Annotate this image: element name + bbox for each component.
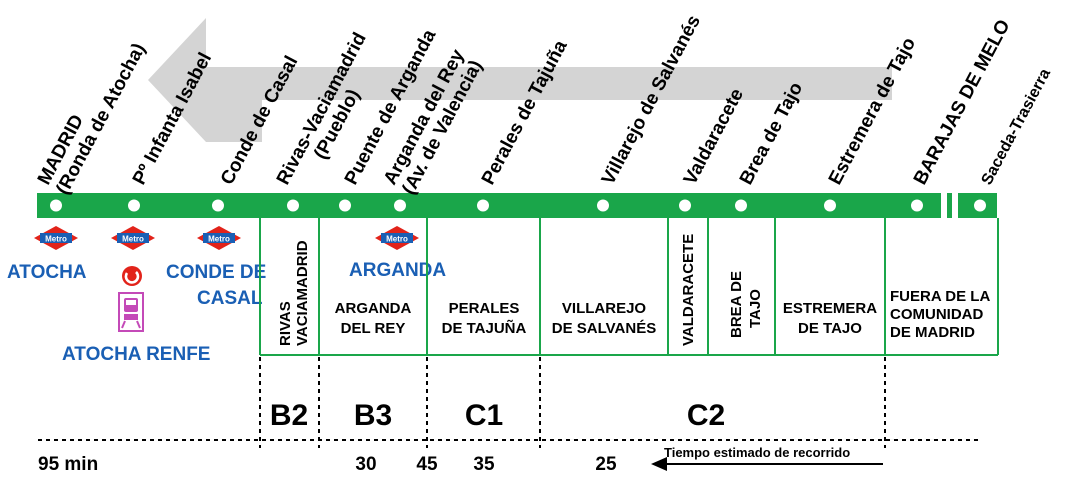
zone-name-villarejo-1: VILLAREJO [562,300,647,317]
svg-text:Metro: Metro [45,235,67,244]
zone-name-arganda-1: ARGANDA [335,300,412,317]
stop-dot-brea [735,199,747,212]
metro-label-conde-de-casal-2: CASAL [197,288,263,309]
travel-time-45: 45 [416,454,438,475]
zone-name-fuera-2: COMUNIDAD [890,306,983,323]
stop-name-estremera: Estremera de Tajo [825,34,920,188]
svg-text:BREA DE: BREA DE [728,271,745,338]
zone-name-fuera-3: DE MADRID [890,324,975,341]
route-line [37,193,997,218]
travel-time-25: 25 [595,454,617,475]
metro-label-atocha-renfe: ATOCHA RENFE [62,344,210,365]
stop-dot-villarejo [597,199,609,212]
metro-badge-atocha-renfe: Metro [111,226,155,250]
zone-name-estremera-2: DE TAJO [798,320,862,337]
travel-time-legend: Tiempo estimado de recorrido [664,445,850,460]
stop-dot-barajas [911,199,923,212]
metro-label-arganda: ARGANDA [349,260,446,281]
stop-dot-rivas [287,199,299,212]
zone-name-perales-1: PERALES [449,300,520,317]
fare-zone-c2: C2 [687,399,725,432]
line-break-gap-2 [952,191,958,220]
stop-name-perales: Perales de Tajuña [478,37,572,189]
svg-text:Metro: Metro [208,235,230,244]
zone-name-arganda-2: DEL REY [341,320,406,337]
svg-text:VACIAMADRID: VACIAMADRID [294,240,311,346]
svg-text:Perales de Tajuña: Perales de Tajuña [478,37,572,189]
stop-dot-conde-de-casal [212,199,224,212]
stop-dot-saceda [974,199,986,212]
svg-text:Saceda-Trasierra: Saceda-Trasierra [979,66,1055,188]
zone-name-fuera-1: FUERA DE LA [890,288,990,305]
svg-text:Metro: Metro [122,235,144,244]
stop-dot-arganda-del-rey [394,199,406,212]
stop-dot-madrid [50,199,62,212]
metro-label-atocha: ATOCHA [7,262,87,283]
svg-text:Estremera de Tajo: Estremera de Tajo [825,34,920,188]
metro-badge-atocha: Metro [34,226,78,250]
travel-time-30: 30 [355,454,376,475]
svg-text:TAJO: TAJO [747,289,764,328]
svg-text:Metro: Metro [386,235,408,244]
fare-boundaries [38,357,980,448]
travel-time-35: 35 [473,454,495,475]
zone-boxes [259,218,999,356]
cercanias-icon [122,266,142,286]
stop-dot-valdaracete [679,199,691,212]
fare-zone-b2: B2 [270,399,308,432]
stop-dot-infanta-isabel [128,199,140,212]
train-icon [118,292,144,332]
zone-name-valdaracete: VALDARACETE [680,234,697,346]
zone-name-rivas: RIVAS VACIAMADRID [277,240,311,346]
stop-dot-estremera [824,199,836,212]
stop-dot-puente-arganda [339,199,351,212]
line-break-gap [941,191,947,220]
svg-text:VALDARACETE: VALDARACETE [680,234,697,346]
stop-name-rivas: Rivas-Vaciamadrid (Pueblo) [273,29,371,188]
zone-name-villarejo-2: DE SALVANÉS [552,320,656,337]
stop-name-saceda: Saceda-Trasierra [979,66,1055,188]
metro-label-conde-de-casal-1: CONDE DE [166,262,266,283]
fare-zone-c1: C1 [465,399,503,432]
metro-badge-conde-de-casal: Metro [197,226,241,250]
direction-arrow [148,18,892,142]
svg-text:RIVAS: RIVAS [277,301,294,346]
travel-time-95: 95 min [38,454,98,475]
zone-name-perales-2: DE TAJUÑA [442,319,527,337]
fare-zone-b3: B3 [354,399,392,432]
travel-time-arrowhead [651,457,667,471]
zone-name-estremera-1: ESTREMERA [783,300,877,317]
stop-dot-perales [477,199,489,212]
zone-name-brea: BREA DE TAJO [728,271,764,338]
metro-badge-arganda: Metro [375,226,419,250]
